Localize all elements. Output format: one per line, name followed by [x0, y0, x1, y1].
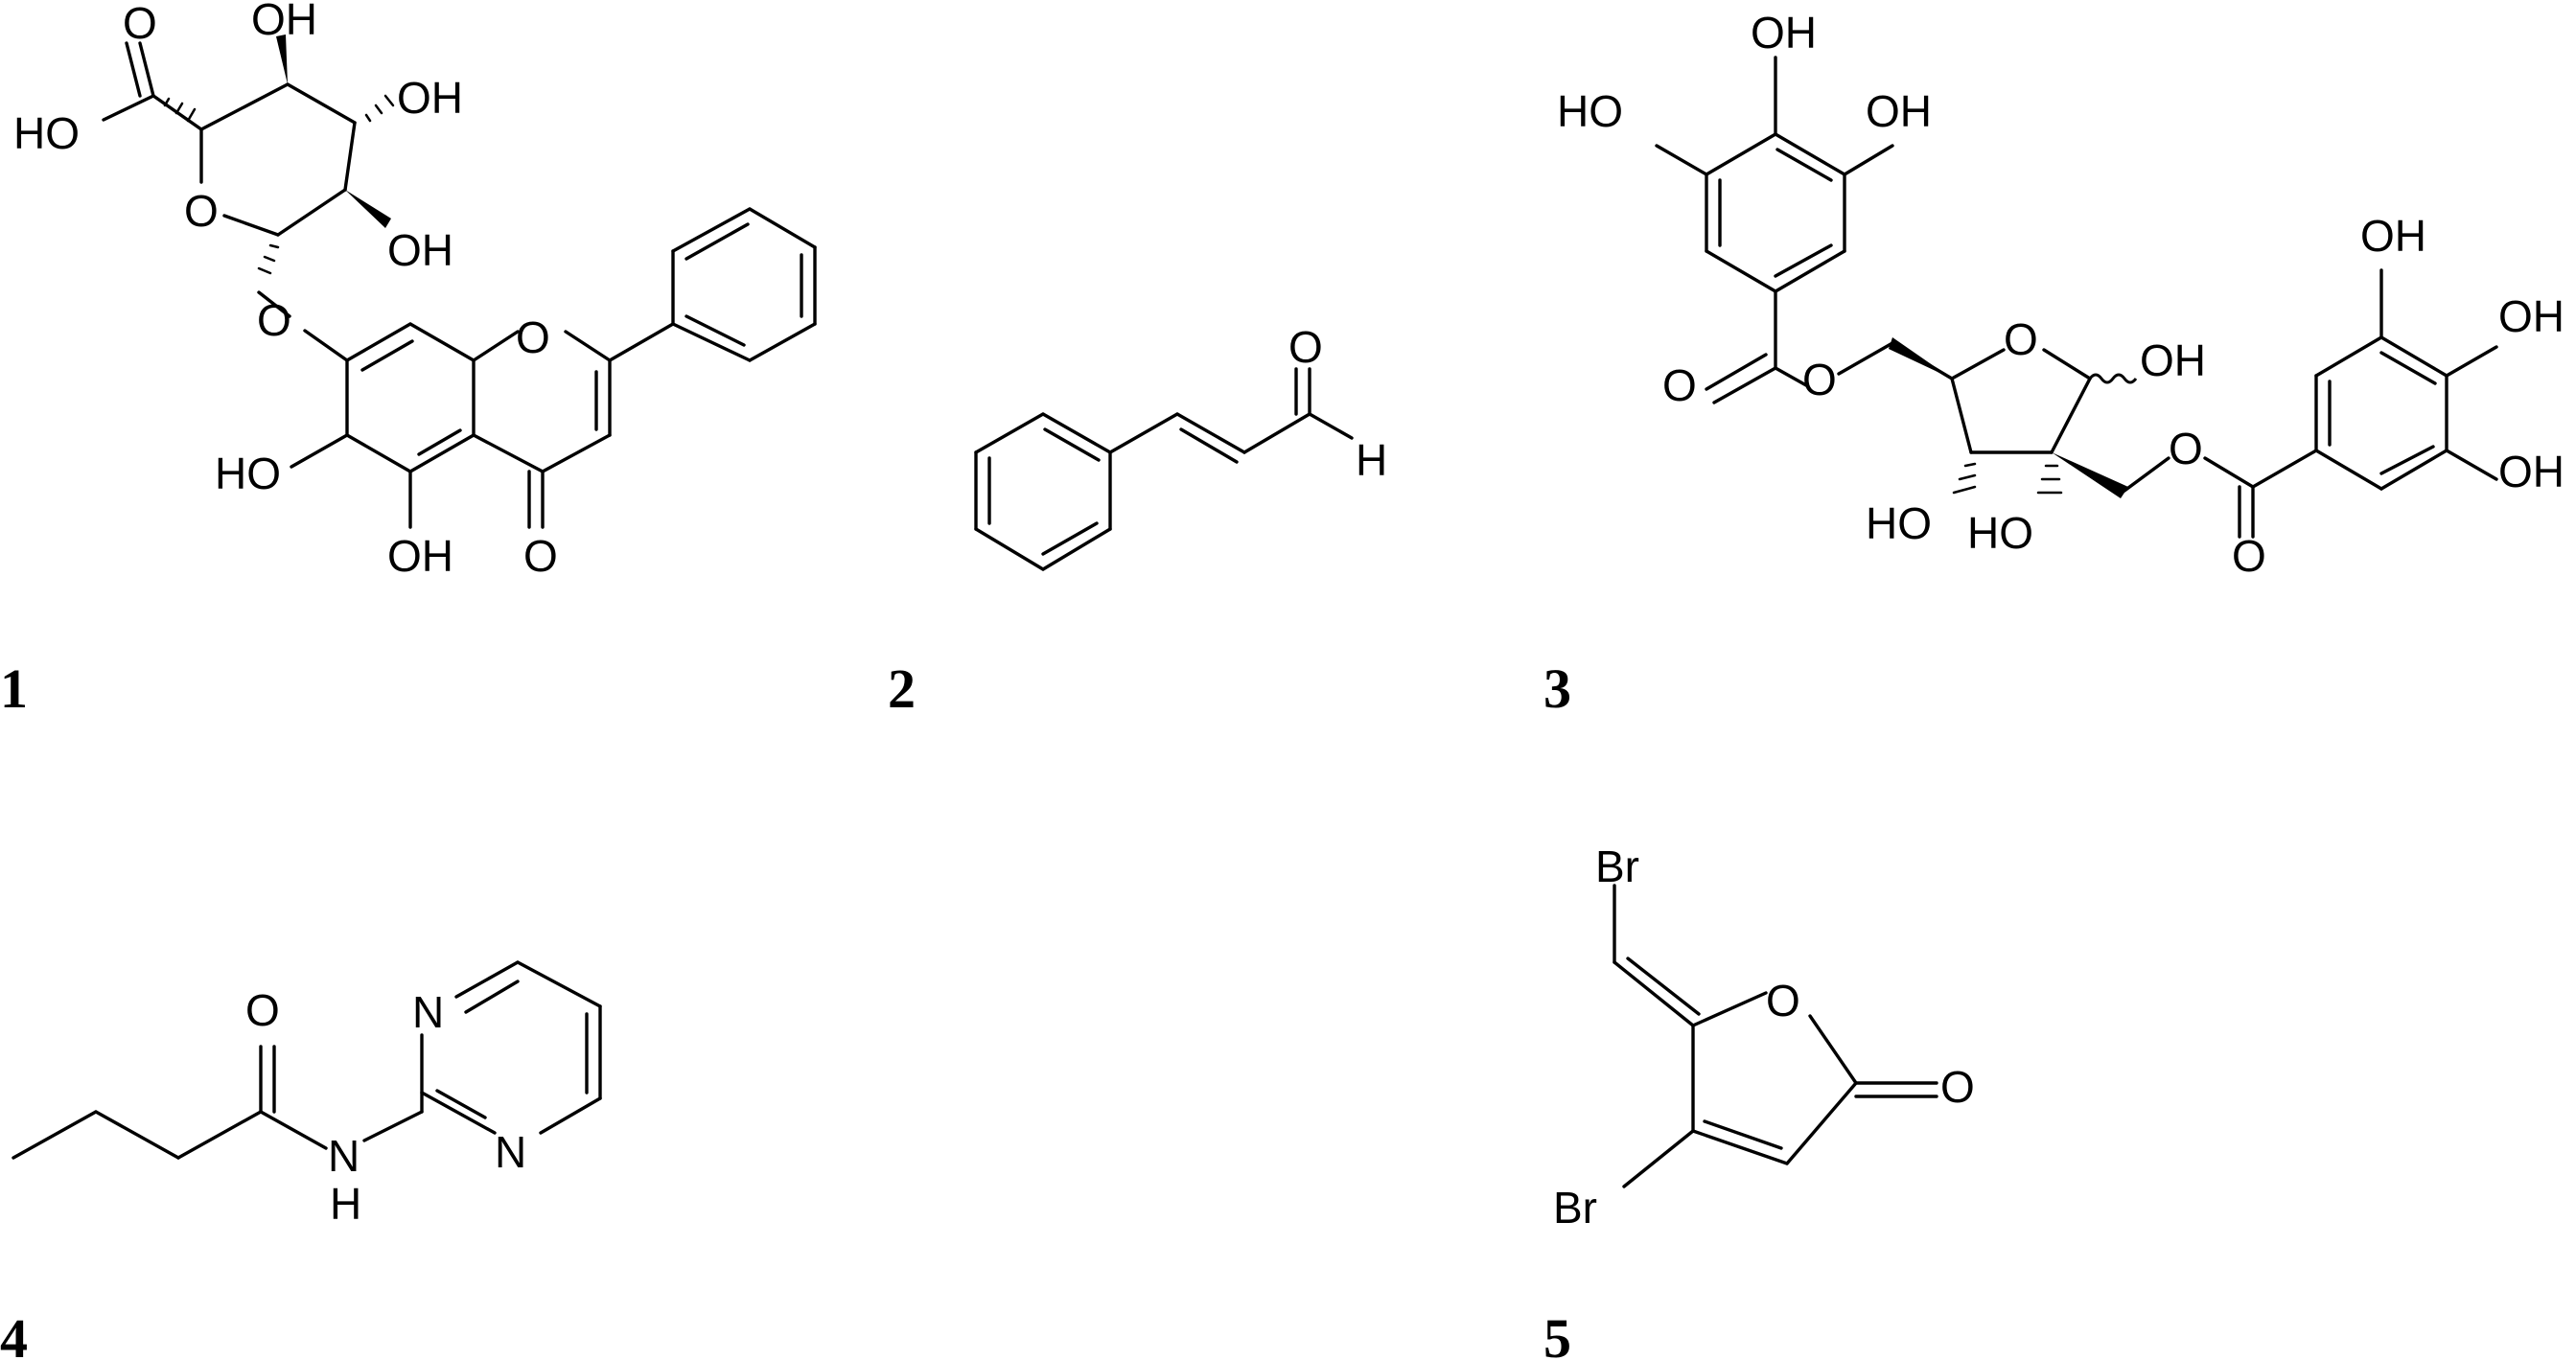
compound-1-oh-c3: OH: [397, 73, 463, 123]
compound-4-label: 4: [0, 1307, 28, 1360]
compound-1-oh-c6: HO: [215, 449, 281, 498]
compound-5-lactone-o: O: [1940, 1062, 1975, 1112]
compound-5-bromine-vinyl: Br: [1595, 841, 1639, 891]
compound-3-oh-c2: HO: [1967, 508, 2033, 558]
compound-3-ester1-carbonyl-o: O: [1662, 360, 1697, 410]
compound-3-oh-top: OH: [1751, 8, 1817, 58]
compound-2-aldehyde-h: H: [1356, 435, 1387, 485]
compound-1-acid-carbonyl-o: O: [123, 0, 157, 48]
compound-3-structure: [1655, 56, 2498, 539]
compound-4-ring-n-bottom: N: [495, 1127, 526, 1177]
compound-4-amide-h: H: [330, 1179, 361, 1229]
compound-5-bromine-ring: Br: [1553, 1183, 1597, 1233]
compound-3-oh-b-mid: OH: [2498, 291, 2564, 341]
compound-3-oh-right: OH: [1866, 86, 1932, 136]
compound-3-ester2-carbonyl-o: O: [2232, 531, 2266, 581]
compound-4-amide-n: N: [328, 1131, 360, 1181]
compound-3-oh-b-bottom: OH: [2498, 447, 2564, 496]
compound-4-ring-n-top: N: [412, 987, 444, 1037]
compound-3-oh-left: HO: [1557, 86, 1623, 136]
compound-1-label: 1: [0, 657, 28, 720]
compound-1-glycosidic-o: O: [257, 295, 291, 345]
compound-1-oh-c4: OH: [251, 0, 317, 44]
compound-3-label: 3: [1543, 657, 1571, 720]
compound-1-chromone-o: O: [516, 312, 550, 362]
compound-1-ring-oxygen: O: [184, 186, 219, 236]
compound-3-oh-c3: HO: [1866, 498, 1932, 548]
compound-1-structure: [102, 35, 817, 529]
compound-1-oh-c5: OH: [387, 531, 453, 581]
compound-2-structure: [974, 367, 1354, 571]
compound-5-ring-oxygen: O: [1766, 976, 1800, 1026]
compound-3-oh-b-top: OH: [2360, 211, 2426, 261]
compound-3-oh-anomeric: OH: [2140, 335, 2206, 385]
compound-4-structure: [12, 960, 602, 1160]
compound-3-ring-oxygen: O: [2004, 314, 2038, 364]
compound-2-aldehyde-o: O: [1288, 322, 1323, 372]
compound-2-label: 2: [888, 657, 916, 720]
compound-5-structure: [1613, 884, 1938, 1188]
compound-3-ester2-o: O: [2169, 424, 2203, 473]
compound-1-ketone-o: O: [523, 531, 558, 581]
compound-1-oh-c2: OH: [387, 225, 453, 275]
compound-1-acid-oh: HO: [13, 108, 80, 158]
compound-5-label: 5: [1543, 1307, 1571, 1360]
compound-4-amide-o: O: [245, 985, 280, 1035]
compound-3-ester1-o: O: [1802, 355, 1837, 404]
